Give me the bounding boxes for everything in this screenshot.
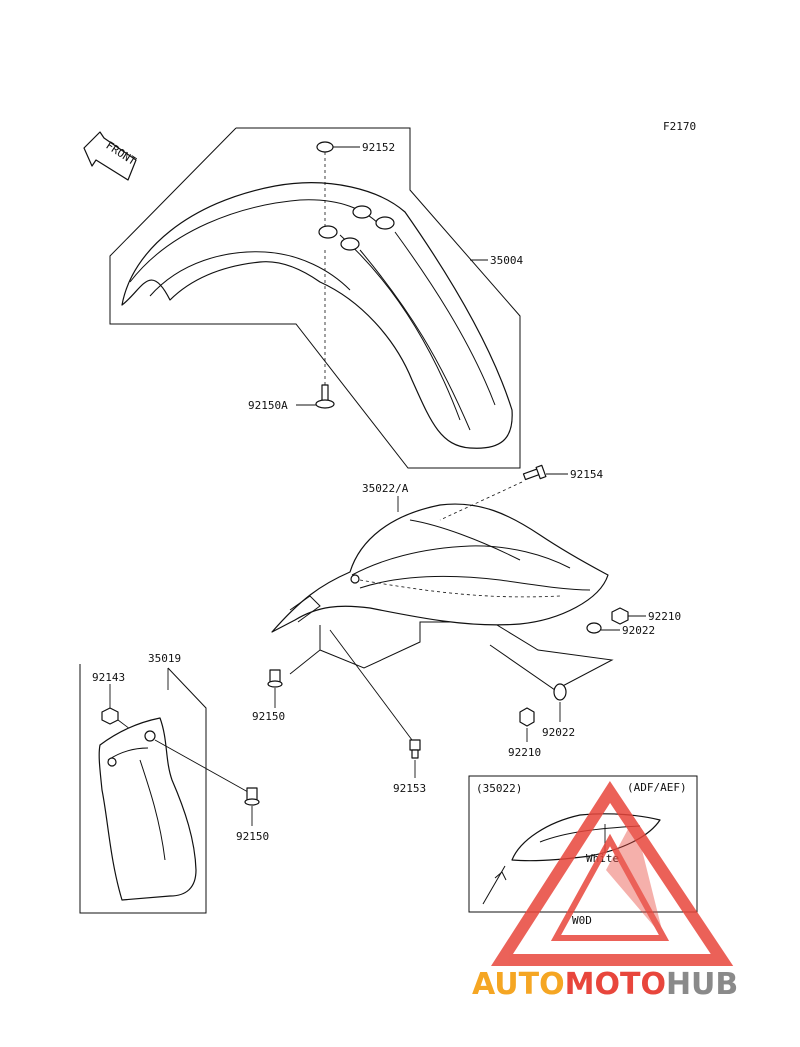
label-92143: 92143 (92, 671, 125, 684)
label-92210-lower: 92210 (508, 746, 541, 759)
label-35019: 35019 (148, 652, 181, 665)
label-92152: 92152 (362, 141, 395, 154)
figure-code: F2170 (663, 120, 696, 133)
bolt-92153 (409, 739, 421, 759)
bolt-92150-fork (244, 787, 260, 806)
label-92153: 92153 (393, 782, 426, 795)
label-92210-upper: 92210 (648, 610, 681, 623)
inset-box (468, 775, 698, 913)
front-fender-35004 (121, 182, 513, 449)
label-35022A: 35022/A (362, 482, 409, 495)
inset-ref: (35022) (476, 782, 522, 795)
bolt-92150-plate (267, 669, 283, 688)
collar-92143 (101, 707, 119, 725)
washer-92152 (316, 141, 334, 153)
label-92154: 92154 (570, 468, 603, 481)
nut-92210-upper (611, 607, 629, 625)
bolt-92154 (522, 464, 547, 481)
plate-frame (319, 621, 614, 691)
number-plate-35022A (271, 503, 609, 633)
fender-frame (109, 127, 521, 469)
front-arrow-icon: FRONT (83, 131, 139, 181)
inset-variant: (ADF/AEF) (627, 781, 687, 794)
fork-guard-frame (79, 664, 207, 914)
watermark-logo (491, 781, 734, 966)
fork-guard-35019 (98, 717, 197, 901)
label-92022-lower: 92022 (542, 726, 575, 739)
label-92150-plate: 92150 (252, 710, 285, 723)
logo-triangle-icon (491, 781, 734, 966)
label-92150-fork: 92150 (236, 830, 269, 843)
label-92022-upper: 92022 (622, 624, 655, 637)
label-35004: 35004 (490, 254, 523, 267)
washer-92022-lower (553, 683, 567, 701)
bolt-92150A (315, 384, 335, 409)
nut-92210-lower (519, 707, 535, 727)
watermark-text: AUTOMOTOHUB (472, 967, 738, 1002)
washer-92022-upper (586, 622, 602, 634)
inset-bottom-label: W0D (572, 914, 592, 927)
label-92150A: 92150A (248, 399, 288, 412)
